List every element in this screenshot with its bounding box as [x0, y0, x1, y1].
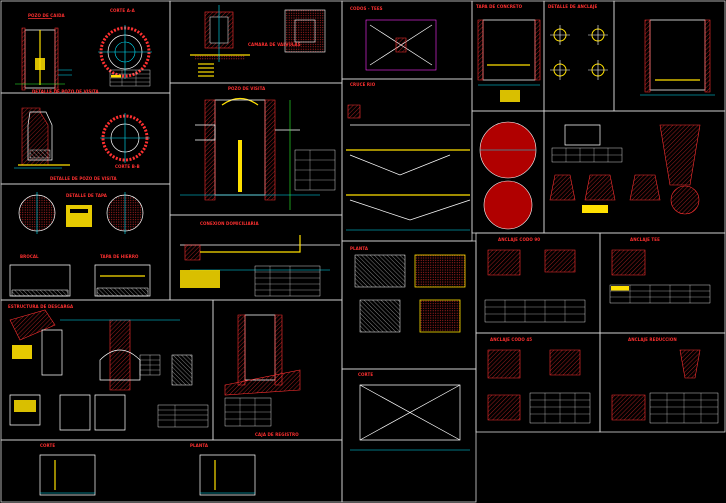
title-pozo-de-visita: POZO DE VISITA — [228, 86, 266, 91]
panel-anclaje-tee: ANCLAJE TEE — [609, 237, 711, 304]
panel-right-top — [640, 19, 715, 96]
panel-conexion-domiciliaria: CONEXION DOMICILIARIA — [180, 221, 340, 297]
title-brocal: BROCAL — [20, 254, 39, 259]
panel-planta-corte: PLANTA CORTE — [350, 246, 470, 451]
title-corte-1: CORTE — [40, 443, 55, 448]
panel-detalle-anclaje: DETALLE DE ANCLAJE — [548, 4, 608, 80]
panel-pozo-de-caida: POZO DE CAIDA CORTE A-A DETALLE DE POZO … — [15, 8, 152, 94]
title-anclaje-reduccion: ANCLAJE REDUCCION — [628, 337, 677, 342]
title-camara-valvulas: CAMARA DE VALVULAS — [248, 42, 301, 47]
title-corte-2: CORTE — [358, 372, 373, 377]
panel-cruce-rio: CRUCE RIO — [346, 82, 471, 231]
title-tapa-concreto: TAPA DE CONCRETO — [476, 4, 523, 9]
title-corte-b-b: CORTE B-B — [115, 164, 140, 169]
title-conexion-domiciliaria: CONEXION DOMICILIARIA — [200, 221, 259, 226]
title-detalle-anclaje: DETALLE DE ANCLAJE — [548, 4, 597, 9]
panel-estructura-descarga: ESTRUCTURA DE DESCARGA — [8, 304, 209, 431]
panel-camara-valvulas: CAMARA DE VALVULAS — [190, 5, 326, 77]
panel-pozo-visita-center: POZO DE VISITA — [180, 86, 336, 210]
title-detalle-tapa: DETALLE DE TAPA — [66, 193, 108, 198]
panel-anclaje-reduccion: ANCLAJE REDUCCION — [611, 337, 719, 424]
title-caja-registro: CAJA DE REGISTRO — [255, 432, 299, 437]
title-planta-1: PLANTA — [190, 443, 209, 448]
panel-anclaje-mid — [549, 124, 701, 215]
title-planta-2: PLANTA — [350, 246, 369, 251]
title-corte-a-a: CORTE A-A — [110, 8, 136, 13]
panel-tapa: DETALLE DE TAPA BROCAL TAPA DE HIERRO — [9, 192, 151, 297]
title-codos-tees: CODOS - TEES — [350, 6, 383, 11]
title-detalle-pozo: DETALLE DE POZO DE VISITA — [32, 89, 99, 94]
panel-anclaje-codo-90: ANCLAJE CODO 90 — [484, 237, 586, 323]
title-anclaje-codo-90: ANCLAJE CODO 90 — [498, 237, 540, 242]
panel-bottom-sections: CORTE PLANTA — [39, 443, 256, 496]
title-estructura-descarga: ESTRUCTURA DE DESCARGA — [8, 304, 74, 309]
title-pozo-de-caida: POZO DE CAIDA — [28, 13, 66, 18]
panel-caja-registro: CAJA DE REGISTRO — [224, 314, 301, 437]
title-tapa-hierro: TAPA DE HIERRO — [100, 254, 139, 259]
title-anclaje-codo-45: ANCLAJE CODO 45 — [490, 337, 532, 342]
panel-tapa-concreto: TAPA DE CONCRETO — [476, 4, 541, 230]
title-detalle-pozo-2: DETALLE DE POZO DE VISITA — [50, 176, 117, 181]
panel-codos-tees: CODOS - TEES — [350, 6, 437, 71]
panel-pozo-visita: DETALLE DE POZO DE VISITA CORTE B-B — [14, 107, 150, 181]
title-anclaje-tee: ANCLAJE TEE — [630, 237, 660, 242]
panel-anclaje-codo-45: ANCLAJE CODO 45 — [487, 337, 591, 424]
title-cruce-rio: CRUCE RIO — [350, 82, 376, 87]
